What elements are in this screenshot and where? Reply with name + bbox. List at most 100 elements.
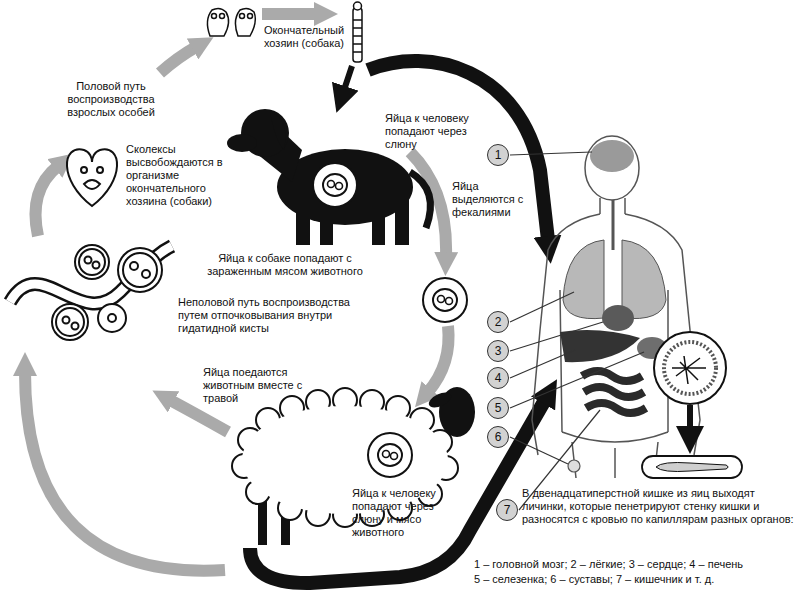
- hydatid-cyst: [93, 262, 100, 269]
- hydatid-cyst: [75, 245, 109, 279]
- hydatid-cyst: [85, 257, 92, 264]
- heart: [602, 305, 634, 331]
- dog-silhouette: [296, 200, 310, 245]
- callout-number: 6: [495, 430, 502, 444]
- adult-worm: [353, 8, 362, 62]
- hydatid-cyst: [10, 246, 172, 303]
- egg-inset: [313, 163, 357, 207]
- scolex-icon: [220, 14, 225, 19]
- leader-line: [510, 152, 644, 510]
- dog-silhouette: [320, 205, 333, 245]
- scolex-figure: [81, 167, 87, 173]
- scolex-figure: [97, 167, 103, 173]
- callout-number: 5: [495, 401, 502, 415]
- larva-capsule: [656, 463, 728, 472]
- callout-circle: 7: [496, 499, 518, 521]
- gray-cycle-arrow: [428, 326, 449, 392]
- annotation-text: 5 – селезенка; 6 – суставы; 7 – кишечник…: [474, 573, 714, 585]
- hydatid-cyst: [108, 314, 116, 322]
- sheep-figure: [427, 389, 454, 410]
- infection-arrow: [687, 405, 693, 430]
- callout-number: 1: [495, 148, 502, 162]
- magnified-egg: [672, 356, 706, 384]
- callout-number: 3: [495, 344, 502, 358]
- scolex-icon: [248, 14, 253, 19]
- dog-silhouette: [372, 205, 385, 245]
- larva-capsule: [642, 456, 742, 478]
- gray-cycle-arrow: [170, 400, 228, 432]
- adult-worm: [353, 20, 362, 52]
- leader-line: [510, 292, 574, 322]
- brain: [590, 140, 634, 172]
- scolex-figure: [67, 149, 117, 206]
- annotation-block: 1 – головной мозг; 2 – лёгкие; 3 – сердц…: [474, 558, 802, 571]
- egg-inset: [423, 278, 467, 322]
- scolex-icon: [235, 8, 255, 36]
- gray-cycle-arrow: [262, 8, 318, 20]
- hydatid-cyst: [52, 304, 88, 340]
- annotation-block: Сколексы высвобождаются в организме окон…: [126, 143, 230, 208]
- callout-number: 7: [504, 503, 511, 517]
- leader-line: [510, 322, 603, 351]
- hydatid-cyst: [56, 308, 84, 336]
- annotation-text: Половой путь воспроизводства взрослых ос…: [67, 80, 155, 118]
- gray-cycle-arrow: [410, 152, 446, 256]
- annotation-block: 5 – селезенка; 6 – суставы; 7 – кишечник…: [474, 573, 802, 586]
- hydatid-cyst: [79, 249, 105, 275]
- annotation-block: Яйца поедаются животным вместе с травой: [203, 366, 303, 405]
- larva-capsule: [642, 456, 742, 478]
- magnified-egg: [664, 342, 716, 394]
- annotation-text: Яйца выделяются с фекалиями: [452, 180, 523, 218]
- gray-cycle-arrow: [25, 14, 449, 571]
- annotation-block: Окончательный хозяин (собака): [250, 24, 358, 50]
- callout-number: 4: [495, 371, 502, 385]
- hydatid-cyst: [98, 304, 126, 332]
- hydatid-cyst: [142, 270, 150, 278]
- trachea: [612, 200, 615, 250]
- intestine: [582, 371, 646, 413]
- lungs: [622, 240, 666, 319]
- annotation-text: Яйца поедаются животным вместе с травой: [203, 366, 302, 404]
- annotation-text: Сколексы высвобождаются в организме окон…: [126, 143, 223, 207]
- callout-circle: 6: [487, 426, 509, 448]
- callout-circle: 1: [487, 144, 509, 166]
- infection-arrow: [344, 66, 352, 90]
- annotation-block: В двенадцатиперстной кишке из яиц выходя…: [522, 487, 800, 526]
- leader-line: [510, 350, 575, 378]
- leader-line: [510, 352, 644, 408]
- hydatid-cyst: [10, 245, 172, 340]
- annotation-block: Половой путь воспроизводства взрослых ос…: [50, 80, 172, 119]
- annotation-text: В двенадцатиперстной кишке из яиц выходя…: [522, 487, 794, 525]
- annotation-text: Окончательный хозяин (собака): [264, 24, 344, 49]
- annotation-block: Яйца выделяются с фекалиями: [452, 180, 530, 219]
- callout-number: 2: [495, 315, 502, 329]
- annotation-block: Неполовой путь воспроизводства путем отп…: [178, 296, 358, 335]
- annotation-block: Яйца к человеку попадают через слюну и м…: [352, 487, 448, 539]
- annotation-text: Яйца к человеку попадают через слюну и м…: [352, 487, 436, 538]
- human-figure: [585, 136, 639, 200]
- callout-circle: 5: [487, 397, 509, 419]
- magnified-egg: [654, 332, 726, 404]
- leader-line: [510, 152, 592, 155]
- hydatid-cyst: [118, 248, 162, 292]
- scolex-icon: [207, 8, 255, 36]
- dog-silhouette: [270, 112, 285, 150]
- callout-circle: 4: [487, 367, 509, 389]
- scolex-icon: [207, 8, 228, 36]
- magnified-egg: [654, 332, 726, 404]
- dog-silhouette: [395, 198, 409, 245]
- scolex-figure: [67, 149, 117, 206]
- adult-worm: [353, 2, 362, 62]
- human-figure: [532, 136, 700, 478]
- hydatid-cyst: [52, 245, 162, 340]
- gray-cycle-arrow: [25, 372, 225, 571]
- scolex-icon: [212, 14, 217, 19]
- egg-inset: [368, 433, 412, 477]
- annotation-text: Неполовой путь воспроизводства путем отп…: [178, 296, 350, 334]
- gray-cycle-arrow: [160, 47, 196, 73]
- hydatid-cyst: [123, 253, 157, 287]
- dog-silhouette: [410, 172, 430, 228]
- hydatid-cyst: [63, 317, 70, 324]
- scolex-icon: [240, 14, 245, 19]
